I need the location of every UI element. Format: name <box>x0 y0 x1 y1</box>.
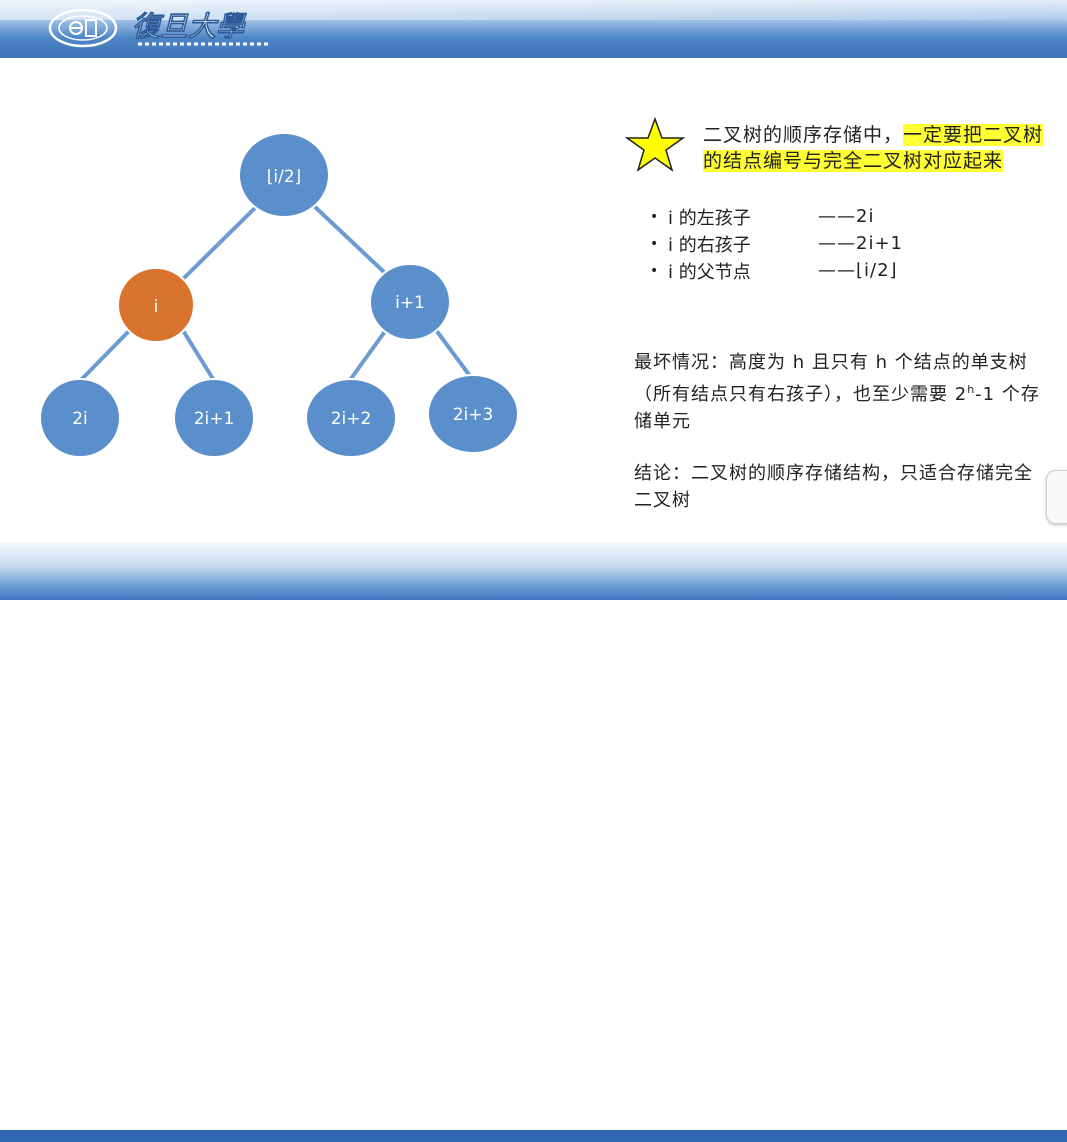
relation-value: ——2i <box>818 206 875 227</box>
node-parent-label: ⌊i/2⌋ <box>267 167 302 187</box>
university-seal-logo <box>48 8 118 48</box>
list-item: • i 的右孩子 ——2i+1 <box>650 230 1010 257</box>
conclusion-paragraph: 结论：二叉树的顺序存储结构，只适合存储完全二叉树 <box>634 463 1033 511</box>
edge-i1-2i2 <box>348 328 388 382</box>
node-i-plus-1-label: i+1 <box>395 293 425 313</box>
header-bar: 復旦大學 <box>0 0 1067 58</box>
list-item: • i 的父节点 ——⌊i/2⌋ <box>650 257 1010 284</box>
node-2i-plus-2-label: 2i+2 <box>331 409 372 429</box>
bullet-icon: • <box>650 235 659 252</box>
node-2i-plus-3-label: 2i+3 <box>453 405 494 425</box>
relation-list: • i 的左孩子 ——2i • i 的右孩子 ——2i+1 • i 的父节点 —… <box>650 203 1010 284</box>
node-i-plus-1: i+1 <box>369 263 451 341</box>
node-i-label: i <box>154 297 159 317</box>
bullet-icon: • <box>650 208 659 225</box>
edge-i-2i1 <box>182 330 215 381</box>
relation-value: ——2i+1 <box>818 233 903 254</box>
list-item: • i 的左孩子 ——2i <box>650 203 1010 230</box>
headline-plain: 二叉树的顺序存储中， <box>703 124 904 146</box>
headline-text: 二叉树的顺序存储中，一定要把二叉树的结点编号与完全二叉树对应起来 <box>703 122 1063 174</box>
node-2i-plus-2: 2i+2 <box>305 378 397 458</box>
node-2i-plus-1: 2i+1 <box>173 378 255 458</box>
relation-label: i 的左孩子 <box>668 207 751 229</box>
edge-i-2i <box>78 330 130 383</box>
worst-case-exponent: h <box>967 383 976 396</box>
tree-nodes: ⌊i/2⌋ i i+1 2i 2i+1 2i+2 2i+3 <box>39 132 519 458</box>
node-i: i <box>117 267 195 343</box>
relation-label: i 的父节点 <box>668 261 751 283</box>
header-highlight <box>0 0 1067 20</box>
node-2i-plus-1-label: 2i+1 <box>194 409 235 429</box>
footer-bar <box>0 542 1067 1142</box>
side-scroll-tab[interactable] <box>1046 470 1067 524</box>
footer-stripe <box>0 1130 1067 1142</box>
node-2i-label: 2i <box>72 409 88 429</box>
edge-parent-i <box>182 203 260 280</box>
worst-case-paragraph: 最坏情况：高度为 h 且只有 h 个结点的单支树（所有结点只有右孩子），也至少需… <box>634 349 1044 435</box>
relation-value: ——⌊i/2⌋ <box>818 260 898 281</box>
university-name-logo: 復旦大學 <box>132 10 270 46</box>
star-icon <box>624 117 686 172</box>
worst-case-text: 最坏情况：高度为 h 且只有 h 个结点的单支树（所有结点只有右孩子），也至少需… <box>634 352 1028 405</box>
edge-i1-2i3 <box>434 328 472 378</box>
node-2i: 2i <box>39 378 121 458</box>
binary-tree-diagram: ⌊i/2⌋ i i+1 2i 2i+1 2i+2 2i+3 <box>39 132 519 458</box>
node-2i-plus-3: 2i+3 <box>427 374 519 454</box>
tree-edges <box>78 203 472 383</box>
node-parent: ⌊i/2⌋ <box>238 132 330 218</box>
relation-label: i 的右孩子 <box>668 234 751 256</box>
svg-text:復旦大學: 復旦大學 <box>132 10 247 43</box>
edge-parent-i1 <box>311 203 386 274</box>
worst-case-tail: -1 个存储单元 <box>634 384 1040 432</box>
bullet-icon: • <box>650 262 659 279</box>
